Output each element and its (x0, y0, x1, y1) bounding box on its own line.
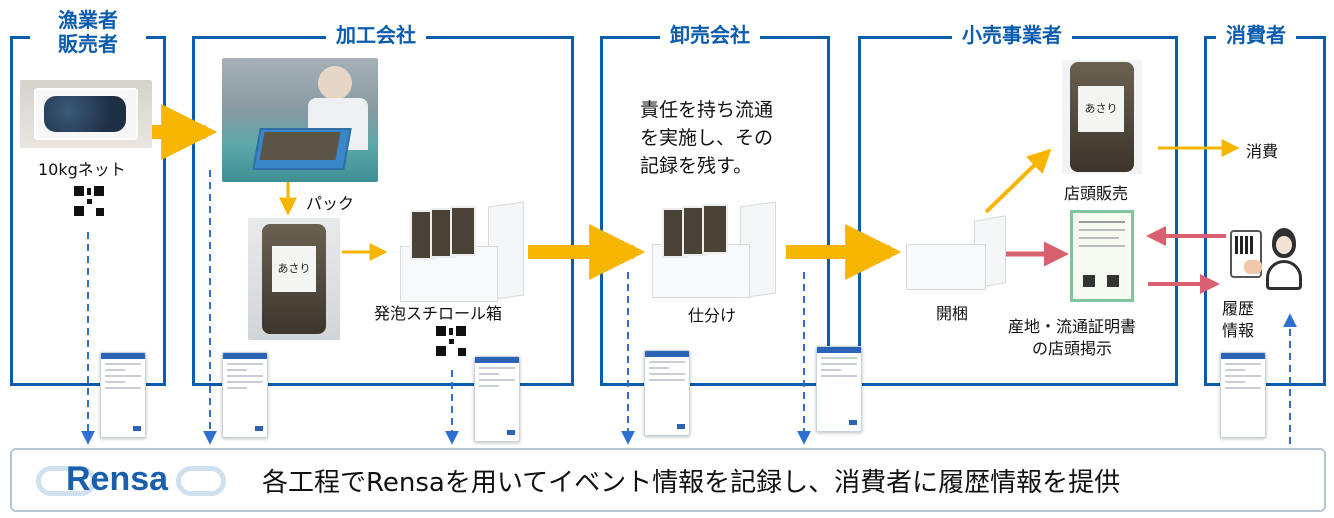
consumer-stage-title: 消費者 (1216, 24, 1296, 46)
opened-box (904, 215, 1008, 292)
net-10kg-label: 10kgネット (38, 160, 126, 179)
record-app-screenshot (474, 356, 520, 442)
responsibility-text: 責任を持ち流通 を実施し、その 記録を残す。 (640, 99, 774, 177)
sorting-box-with-packs (650, 200, 782, 300)
record-app-screenshot (816, 346, 862, 432)
store-sale-label: 店頭販売 (1064, 184, 1129, 203)
history-info-label: 履歴 情報 (1222, 299, 1255, 340)
processing-worker-photo (222, 58, 378, 182)
qr-code-icon (74, 186, 104, 216)
rensa-logo: Rensa (36, 458, 226, 502)
rensa-summary-text: 各工程でRensaを用いてイベント情報を記録し、消費者に履歴情報を提供 (262, 468, 1121, 498)
record-app-screenshot (100, 352, 146, 438)
product-label-text: あさり (277, 262, 311, 275)
record-app-screenshot (222, 352, 268, 438)
consumer-scanning-icon (1226, 226, 1306, 296)
wholesaler-stage-title: 卸売会社 (660, 24, 760, 46)
certificate-label: 産地・流通証明書 の店頭掲示 (1008, 317, 1137, 358)
fisher-stage-title: 漁業者 販売者 (30, 8, 146, 56)
person-icon (1264, 228, 1304, 292)
retailer-stage-title: 小売事業者 (952, 24, 1072, 46)
pack-label: パック (306, 194, 355, 213)
product-label-text: あさり (1084, 102, 1118, 115)
box-qr-code-icon (436, 326, 466, 356)
oyster-tray-photo (20, 80, 152, 148)
consumption-label: 消費 (1246, 142, 1279, 161)
to-store-arrow (984, 148, 1052, 214)
styrofoam-box-label: 発泡スチロール箱 (374, 304, 503, 323)
unpack-label: 開梱 (936, 304, 969, 323)
clam-pack-photo: あさり (248, 218, 340, 340)
record-app-screenshot (644, 350, 690, 436)
styrofoam-box-with-packs (396, 200, 528, 304)
sorting-label: 仕分け (688, 306, 737, 325)
certificate-document (1070, 210, 1134, 302)
processor-stage-title: 加工会社 (326, 24, 426, 46)
store-pack-photo: あさり (1062, 60, 1142, 174)
rensa-summary-bar: Rensa 各工程でRensaを用いてイベント情報を記録し、消費者に履歴情報を提… (10, 448, 1326, 512)
history-app-screenshot (1220, 352, 1266, 438)
